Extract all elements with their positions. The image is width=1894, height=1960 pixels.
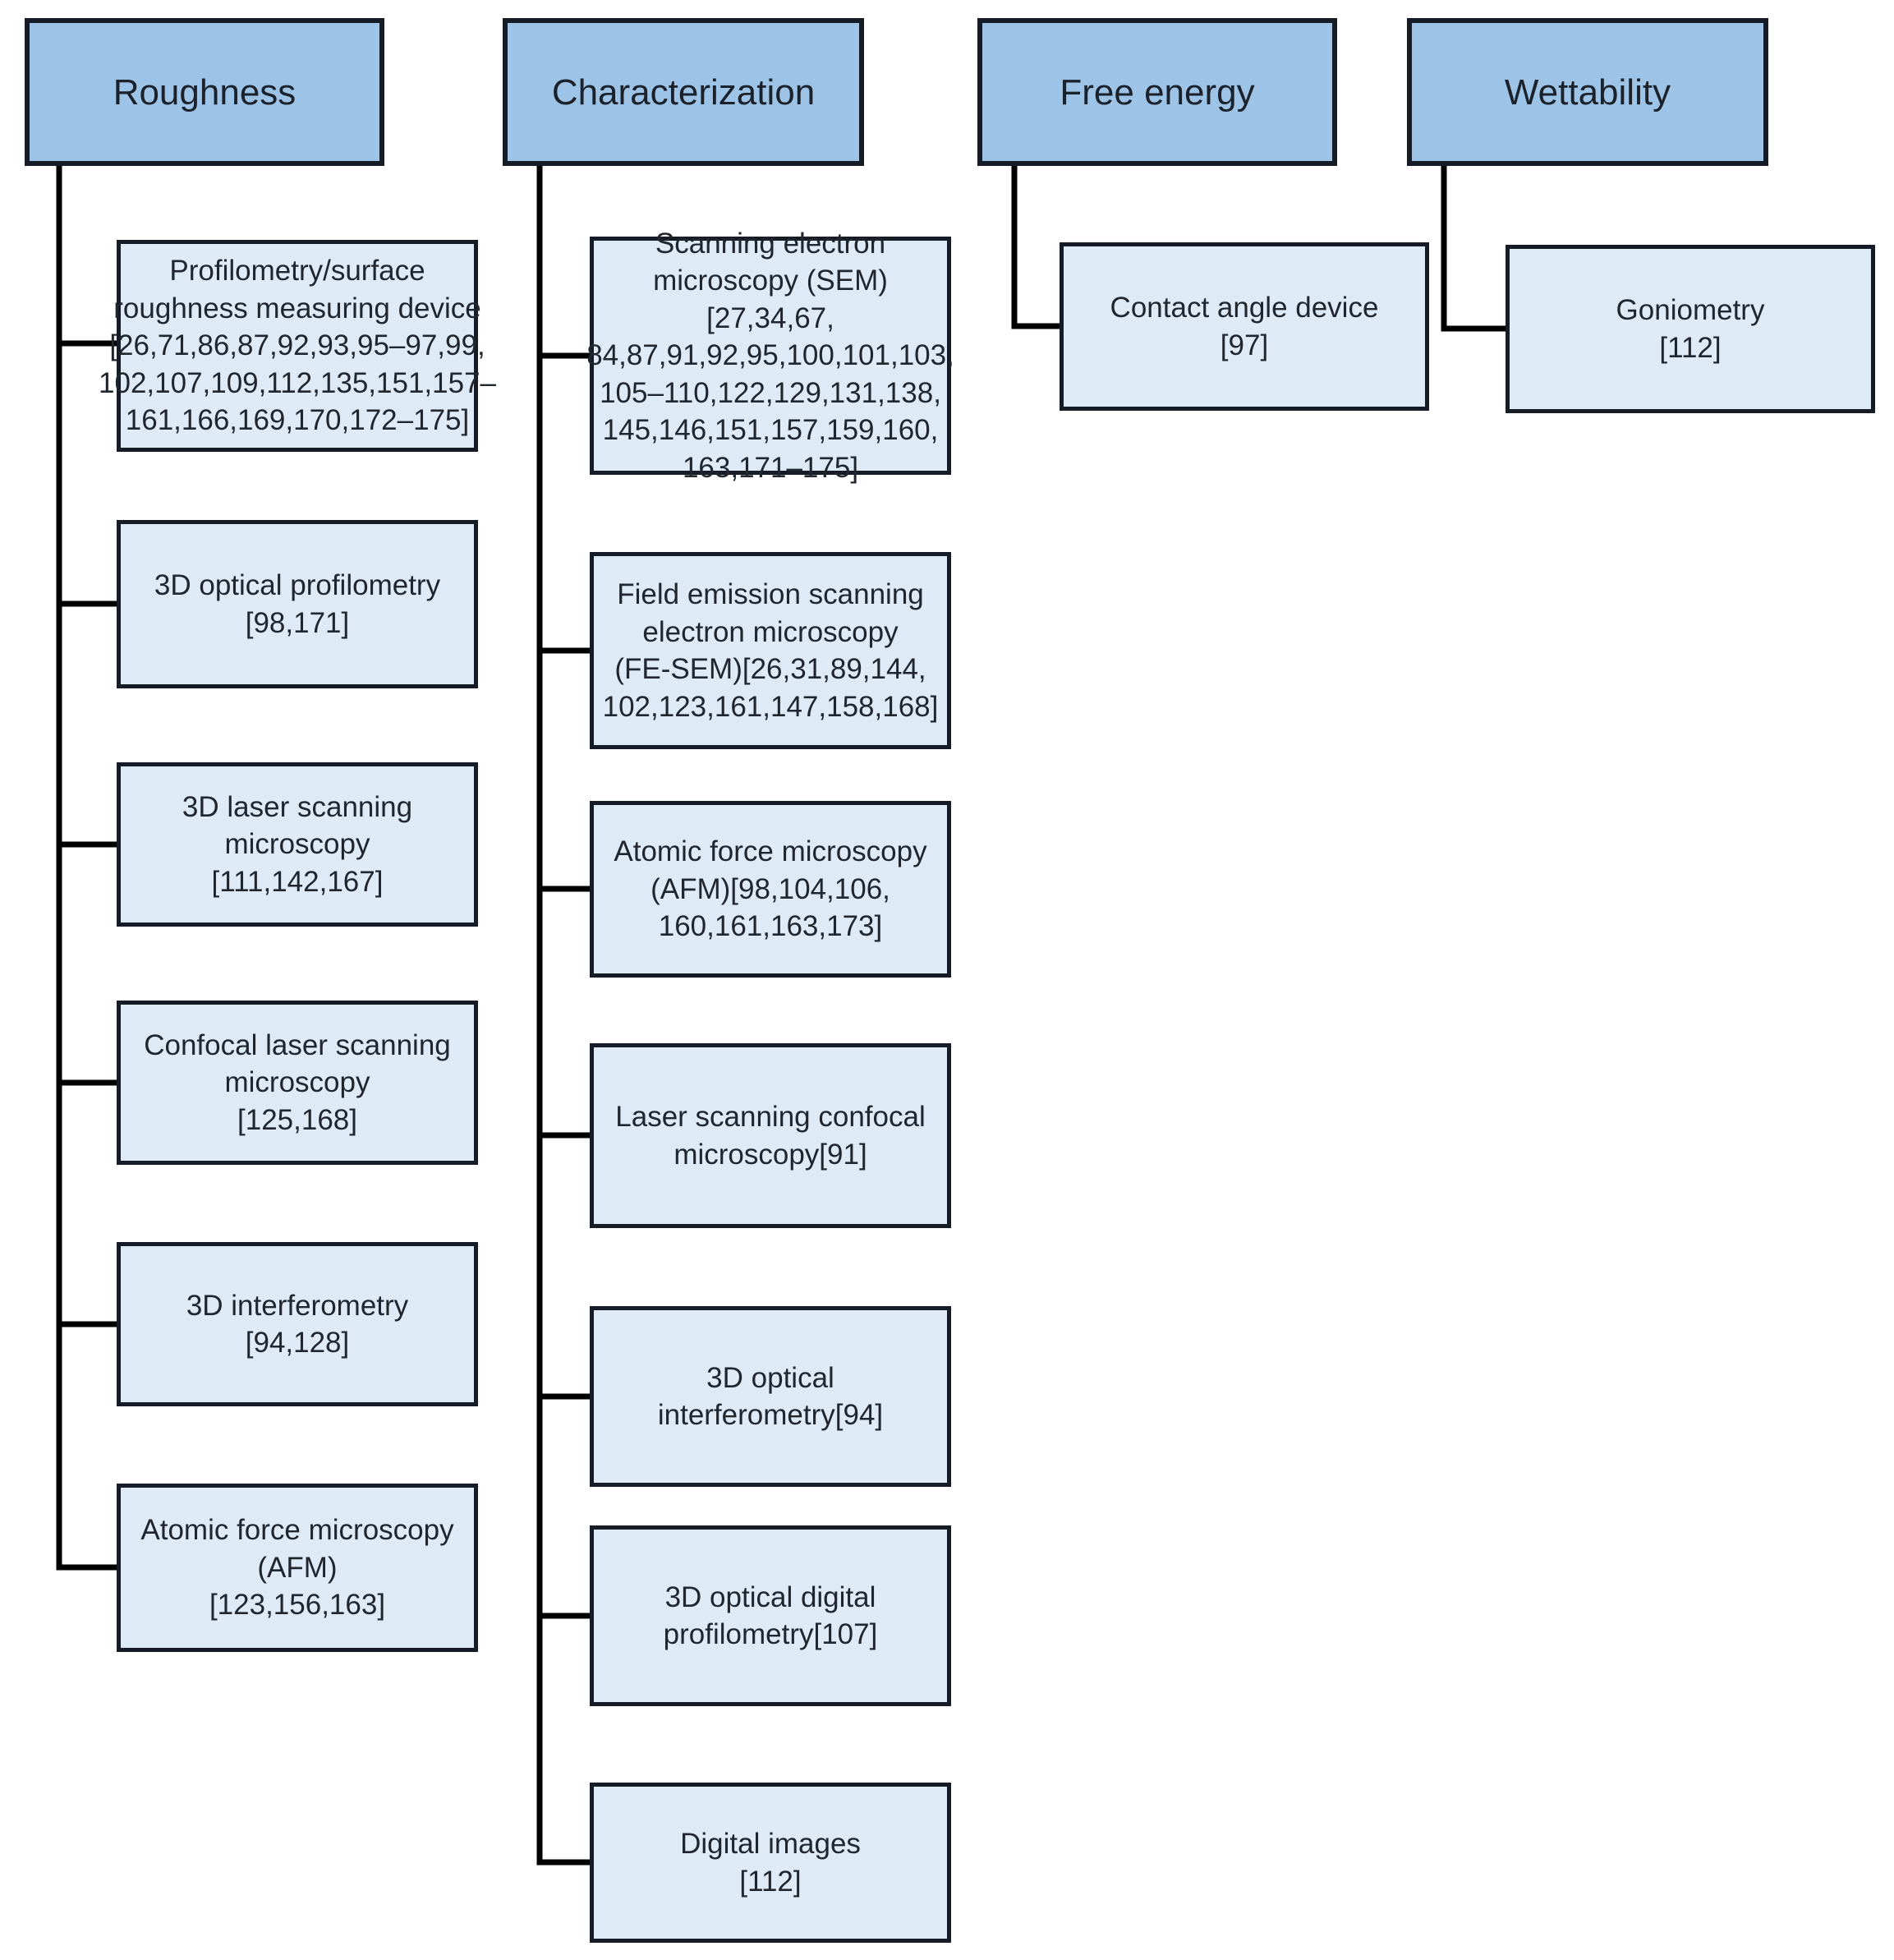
roughness-branch-lines — [56, 164, 117, 1571]
wettability-branch-lines — [1441, 164, 1506, 332]
method-box-3d-optical-digital-profilometry: 3D optical digital profilometry[107] — [590, 1525, 951, 1706]
category-box-wettability: Wettability — [1407, 18, 1768, 166]
method-box-afm-characterization: Atomic force microscopy (AFM)[98,104,106… — [590, 801, 951, 978]
method-box-afm-roughness: Atomic force microscopy (AFM) [123,156,1… — [117, 1484, 478, 1652]
method-box-3d-optical-profilometry: 3D optical profilometry [98,171] — [117, 520, 478, 688]
category-box-characterization: Characterization — [503, 18, 864, 166]
method-box-sem: Scanning electron microscopy (SEM) [27,3… — [586, 227, 954, 484]
method-box-laser-scanning-confocal-microscopy: Laser scanning confocal microscopy[91] — [590, 1043, 951, 1228]
method-box-fe-sem: Field emission scanning electron microsc… — [590, 552, 951, 749]
free-energy-branch-lines — [1011, 164, 1060, 329]
method-box-confocal-laser-scanning-microscopy: Confocal laser scanning microscopy [125,… — [117, 1001, 478, 1165]
method-box-goniometry: Goniometry [112] — [1506, 245, 1875, 413]
method-box-contact-angle-device: Contact angle device [97] — [1060, 242, 1429, 411]
method-box-3d-optical-interferometry: 3D optical interferometry[94] — [590, 1306, 951, 1487]
method-box-3d-laser-scanning-microscopy: 3D laser scanning microscopy [111,142,16… — [117, 762, 478, 927]
category-box-free-energy: Free energy — [977, 18, 1337, 166]
method-box-profilometry-surface-roughness: Profilometry/surface roughness measuring… — [99, 240, 496, 452]
method-box-digital-images: Digital images [112] — [590, 1783, 951, 1943]
category-box-roughness: Roughness — [25, 18, 384, 166]
characterization-branch-lines — [536, 164, 590, 1866]
method-box-3d-interferometry: 3D interferometry [94,128] — [117, 1242, 478, 1406]
